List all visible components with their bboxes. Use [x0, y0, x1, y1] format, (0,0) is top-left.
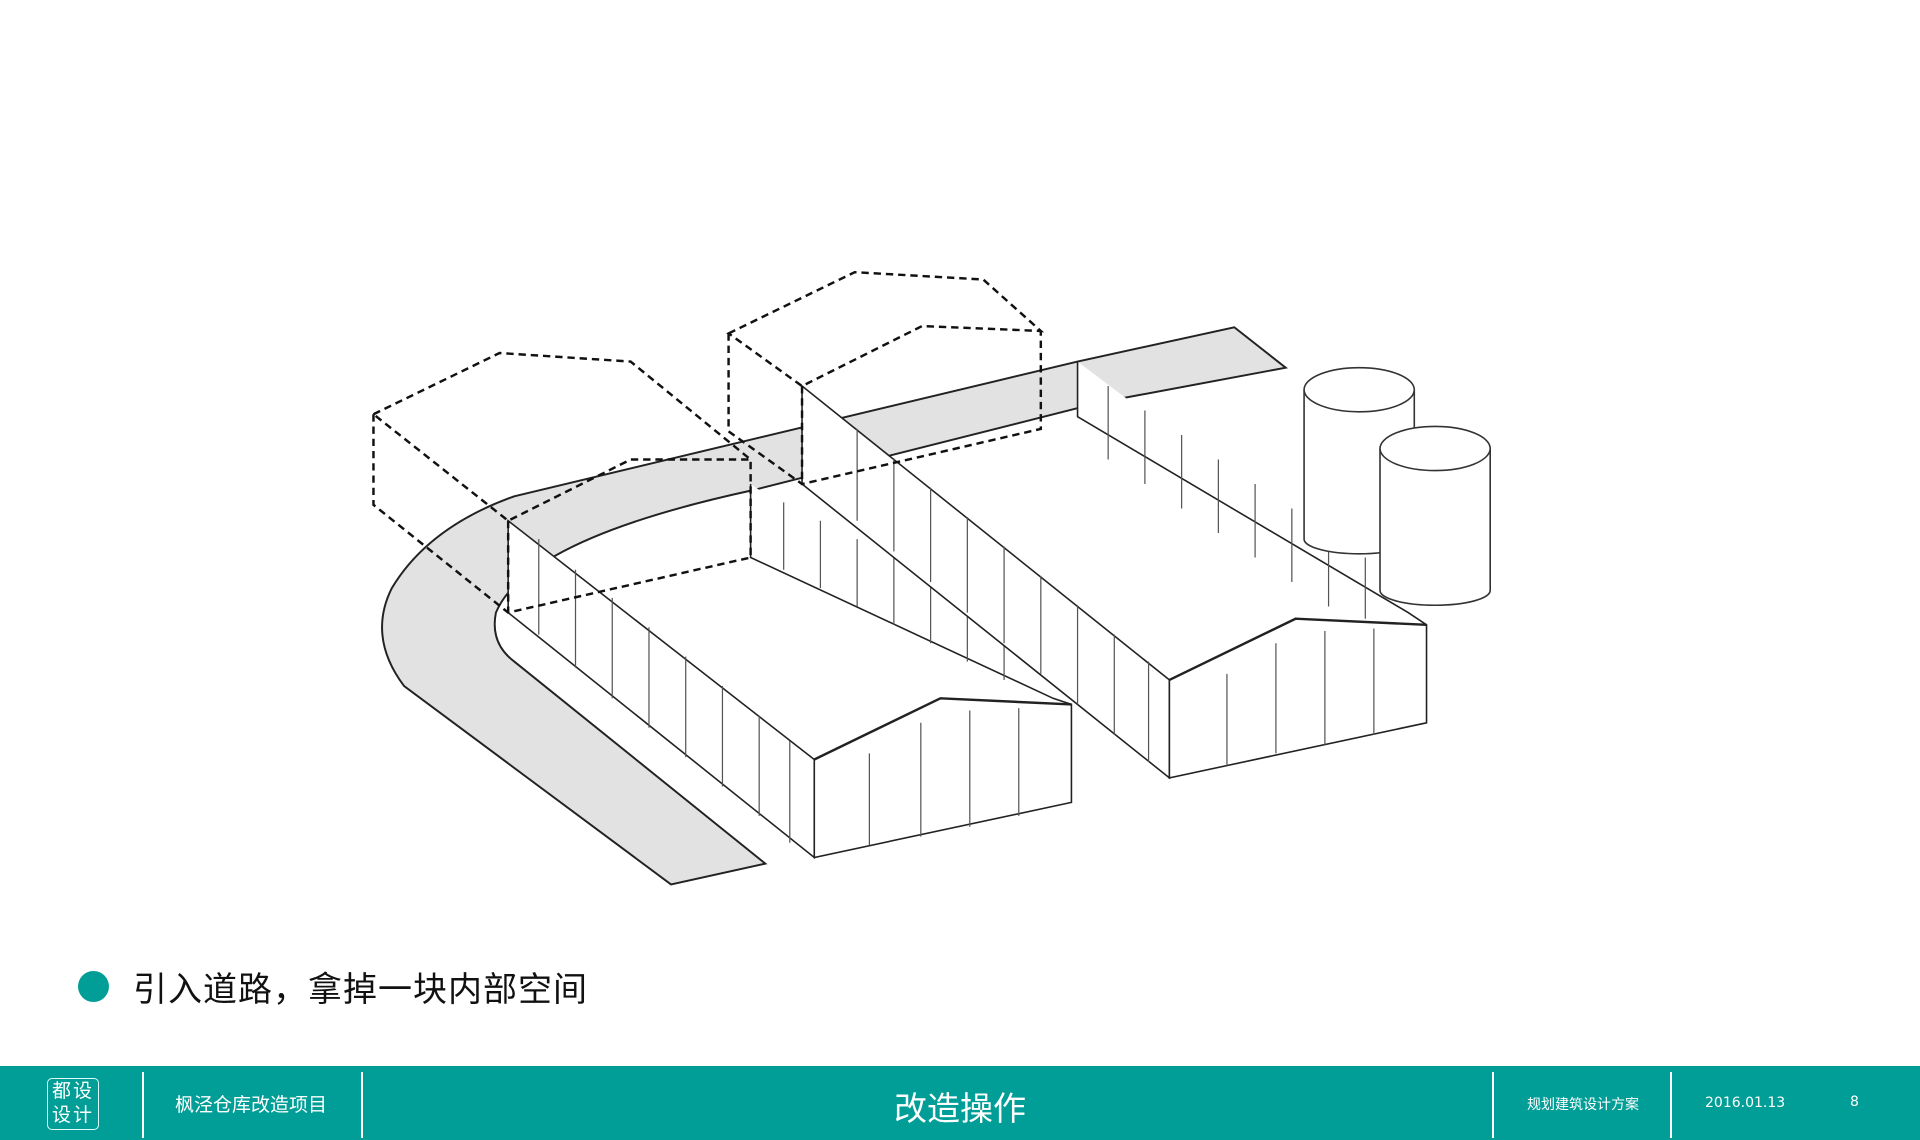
logo-line-1: 都设	[51, 1080, 94, 1102]
logo-line-2: 设计	[51, 1104, 94, 1126]
section-title: 改造操作	[894, 1089, 1026, 1128]
footer-divider	[1492, 1072, 1494, 1138]
bullet-point: 引入道路，拿掉一块内部空间	[78, 962, 588, 1011]
axonometric-warehouse-drawing	[371, 270, 1492, 886]
footer-divider	[142, 1072, 144, 1138]
removed-volume-frames	[371, 270, 1045, 614]
footer-divider	[1670, 1072, 1672, 1138]
bullet-text: 引入道路，拿掉一块内部空间	[133, 970, 588, 1010]
document-subtitle: 规划建筑设计方案	[1527, 1097, 1639, 1113]
silos	[1303, 366, 1492, 607]
date: 2016.01.13	[1705, 1095, 1786, 1111]
page-number: 8	[1850, 1094, 1859, 1110]
warehouse-left	[507, 484, 1073, 860]
project-name: 枫泾仓库改造项目	[175, 1094, 328, 1116]
footer-divider	[361, 1072, 363, 1138]
logo: 都设 设计	[47, 1078, 99, 1130]
footer-bar: 都设 设计 枫泾仓库改造项目 改造操作 规划建筑设计方案 2016.01.13 …	[0, 1066, 1920, 1140]
bullet-dot-icon	[78, 971, 109, 1002]
